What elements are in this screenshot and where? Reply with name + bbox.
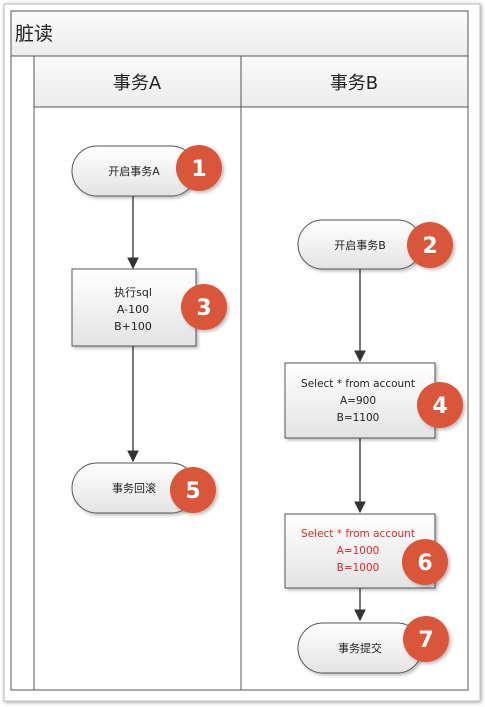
lane-header-b: 事务B: [330, 73, 378, 94]
step-badge-2: 2: [407, 222, 453, 268]
node-start-transaction-a: 开启事务A: [71, 145, 197, 197]
node-line-2: A=1000: [337, 545, 380, 557]
node-label: 开启事务B: [334, 239, 386, 252]
node-start-transaction-b: 开启事务B: [297, 219, 423, 270]
step-number: 4: [432, 394, 447, 419]
step-number: 1: [191, 157, 206, 182]
node-line-1: Select * from account: [301, 528, 415, 540]
node-select-read-1: Select * from account A=900 B=1100: [284, 362, 436, 439]
step-number: 3: [196, 296, 211, 321]
node-line-3: B=1000: [337, 562, 380, 574]
step-number: 5: [185, 479, 200, 504]
step-badge-6: 6: [402, 539, 448, 585]
node-line-3: B=1100: [337, 412, 380, 424]
node-label: 开启事务A: [108, 165, 160, 178]
node-line-3: B+100: [114, 320, 152, 333]
step-badge-7: 7: [403, 616, 449, 662]
step-badge-1: 1: [176, 145, 222, 191]
step-number: 7: [418, 628, 433, 653]
step-badge-4: 4: [417, 382, 463, 428]
node-execute-sql: 执行sql A-100 B+100: [71, 268, 197, 347]
node-commit: 事务提交: [297, 622, 423, 674]
step-badge-5: 5: [170, 467, 216, 513]
node-line-1: 执行sql: [114, 285, 152, 299]
node-line-2: A-100: [117, 303, 149, 316]
lane-header-row: [33, 55, 469, 108]
node-label: 事务回滚: [112, 481, 156, 495]
node-line-1: Select * from account: [301, 378, 415, 390]
node-label: 事务提交: [338, 641, 382, 655]
step-number: 2: [422, 234, 437, 259]
node-line-2: A=900: [340, 395, 376, 407]
step-badge-3: 3: [181, 284, 227, 330]
lane-header-a: 事务A: [113, 73, 162, 94]
step-number: 6: [417, 551, 432, 576]
pool-title-bar: [10, 10, 469, 57]
pool-title: 脏读: [15, 23, 53, 45]
